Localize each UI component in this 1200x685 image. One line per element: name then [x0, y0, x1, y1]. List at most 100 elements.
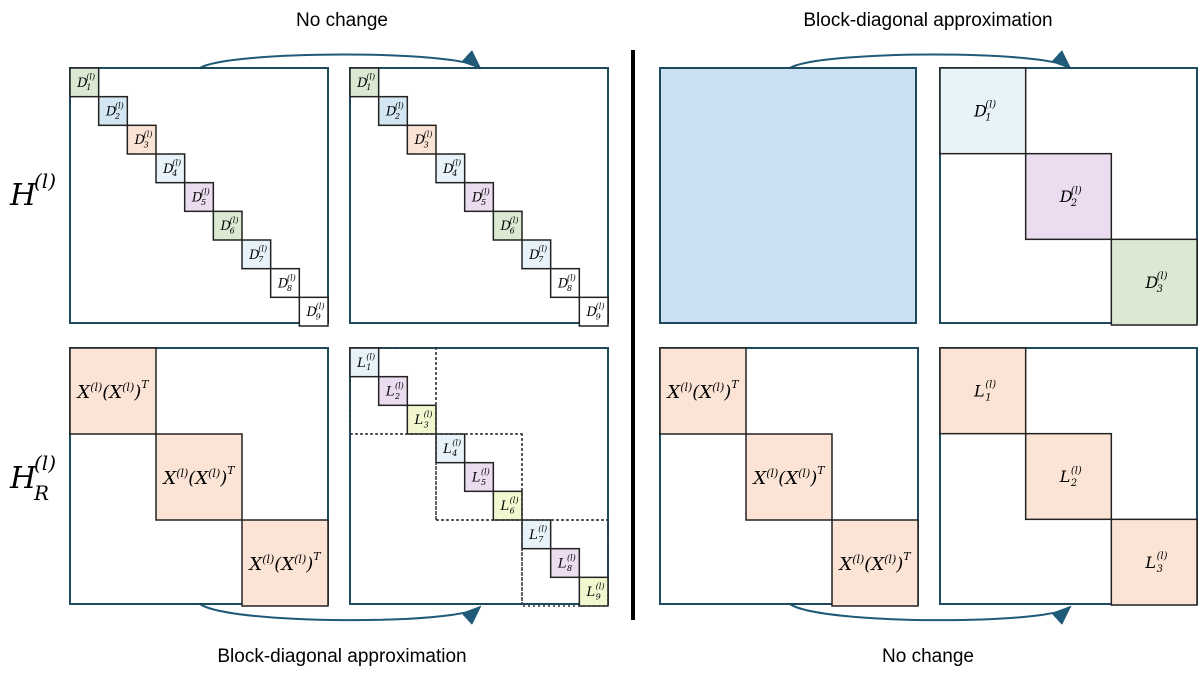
tm-block-7: D(l)7 [521, 239, 552, 270]
row-label-h-sup: (l) [34, 169, 56, 193]
tl-block-rect [269, 267, 301, 299]
arrow-top-right [789, 50, 1072, 70]
bm-block-rect [463, 461, 495, 493]
bm-block-base: L [528, 528, 538, 543]
tl-block-8: D(l)8 [269, 267, 301, 299]
tl-block-7: D(l)7 [241, 239, 272, 270]
tl-block-base: D [105, 105, 117, 120]
tl-block-base: D [134, 133, 146, 148]
bl-block-label: X(l)(X(l))T [247, 550, 322, 575]
bm-block-sup: (l) [366, 353, 375, 362]
bm-block-sub: 4 [451, 449, 457, 458]
bl-block-3: X(l)(X(l))T [241, 519, 329, 607]
brl-block-label: X(l)(X(l))T [837, 550, 912, 575]
tm-block-base: D [414, 133, 426, 148]
tm-block-sub: 4 [451, 169, 457, 178]
bl-block-rect [241, 519, 329, 607]
tl-block-base: D [248, 248, 260, 263]
bm-block-base: L [442, 442, 452, 457]
bm-block-7: L(l)7 [521, 519, 552, 550]
bm-block-rect [349, 347, 380, 378]
tm-block-sub: 3 [424, 140, 429, 149]
tl-block-sub: 8 [287, 284, 292, 293]
tm-block-rect [492, 210, 523, 241]
bm-block-base: L [500, 499, 510, 514]
bm-block-rect [549, 547, 581, 579]
tl-block-6: D(l)6 [212, 210, 243, 241]
tm-block-2: D(l)2 [377, 95, 409, 127]
br-block-rect [939, 347, 1027, 435]
bm-block-sup: (l) [596, 582, 605, 591]
bm-block-sup: (l) [424, 410, 433, 419]
dense-matrix [659, 67, 917, 324]
tr-block-sub: 2 [1070, 198, 1077, 209]
bm-block-base: L [557, 557, 567, 572]
tr-block-3: D(l)3 [1110, 238, 1198, 326]
panel-bottom-left [69, 347, 329, 605]
tm-block-rect [549, 267, 581, 299]
tl-block-base: D [277, 277, 289, 292]
tm-block-base: D [557, 277, 569, 292]
row-label-hr: H (l) R [9, 451, 56, 505]
tm-block-base: D [471, 191, 483, 206]
tl-block-sub: 5 [201, 198, 206, 207]
tl-block-base: D [191, 191, 203, 206]
tm-block-sup: (l) [452, 159, 461, 168]
bm-group-outline-2 [435, 433, 523, 521]
bm-block-sup: (l) [567, 553, 576, 562]
tm-block-base: D [356, 76, 368, 91]
tl-block-sub: 7 [258, 255, 264, 264]
tm-block-rect [463, 181, 495, 213]
bl-block-rect [69, 347, 157, 435]
brl-block-3: X(l)(X(l))T [831, 519, 919, 607]
bm-block-base: L [586, 585, 596, 600]
tr-block-base: D [1059, 187, 1073, 206]
caption-top-left: No change [296, 10, 388, 31]
tm-block-sub: 6 [510, 226, 515, 235]
bm-block-sub: 9 [596, 592, 601, 601]
tm-block-sub: 5 [481, 198, 486, 207]
bm-block-sub: 5 [481, 478, 486, 487]
tr-block-1: D(l)1 [939, 67, 1027, 155]
tl-block-3: D(l)3 [126, 124, 157, 155]
tm-block-sub: 9 [596, 312, 601, 321]
tl-block-sup: (l) [258, 245, 267, 254]
tl-block-rect [126, 124, 157, 155]
tl-block-base: D [220, 219, 232, 234]
tl-block-sub: 1 [86, 83, 91, 92]
bm-block-sup: (l) [510, 496, 519, 505]
panel-bottom-mid [349, 347, 609, 605]
tl-block-rect [298, 296, 329, 327]
br-block-2: L(l)2 [1024, 432, 1113, 521]
bm-block-5: L(l)5 [463, 461, 495, 493]
br-block-sup: (l) [1071, 465, 1082, 476]
tl-block-5: D(l)5 [183, 181, 215, 213]
bm-group-outline-3 [521, 519, 609, 607]
tm-block-sup: (l) [538, 245, 547, 254]
br-block-sub: 3 [1157, 564, 1163, 575]
tm-block-sup: (l) [510, 216, 519, 225]
br-block-base: L [1144, 553, 1156, 572]
tm-block-base: D [442, 162, 454, 177]
tm-block-5: D(l)5 [463, 181, 495, 213]
tr-block-sup: (l) [985, 100, 996, 111]
tl-block-sup: (l) [115, 101, 124, 110]
tm-block-4: D(l)4 [435, 153, 466, 184]
bm-block-2: L(l)2 [377, 375, 409, 407]
tl-block-4: D(l)4 [155, 153, 186, 184]
tl-block-sub: 2 [114, 112, 120, 121]
bl-block-2: X(l)(X(l))T [155, 433, 243, 521]
tl-block-base: D [162, 162, 174, 177]
panel-top-mid [349, 67, 609, 324]
brl-block-rect [831, 519, 919, 607]
tm-block-3: D(l)3 [406, 124, 437, 155]
tl-block-2: D(l) 2 [97, 95, 129, 127]
tm-block-sup: (l) [366, 73, 375, 82]
tl-block-sup: (l) [172, 159, 181, 168]
tr-block-rect [939, 67, 1027, 155]
brl-block-label: X(l)(X(l))T [665, 378, 740, 403]
tl-block-9: D(l)9 [298, 296, 329, 327]
tl-block-rect [212, 210, 243, 241]
panels-group: D(l)1D(l)2D(l)3D(l)4D(l)5D(l)6D(l)7D(l)8… [69, 67, 1198, 607]
tr-block-sup: (l) [1071, 185, 1082, 196]
